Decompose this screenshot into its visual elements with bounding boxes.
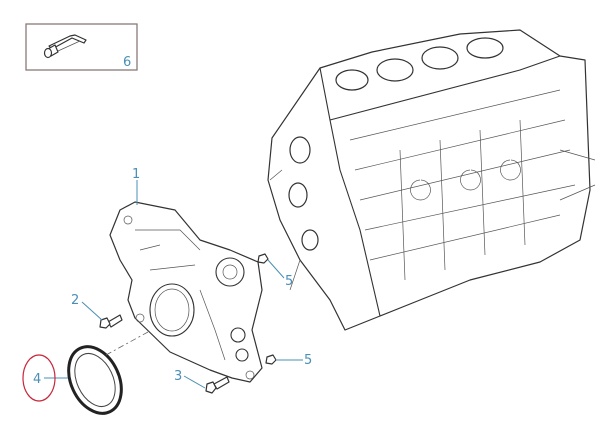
callout-1[interactable]: 1 — [132, 167, 140, 182]
front-cover[interactable] — [109, 201, 263, 383]
nut-lower[interactable] — [265, 354, 277, 365]
leader-line-3 — [183, 375, 206, 389]
callout-2[interactable]: 2 — [71, 293, 79, 308]
highlight-circle — [22, 354, 56, 402]
sealant-tube-icon — [43, 34, 87, 59]
bolt-upper[interactable] — [99, 314, 123, 329]
nut-upper[interactable] — [257, 253, 269, 264]
callout-5-upper[interactable]: 5 — [285, 274, 293, 289]
seal-ring[interactable] — [58, 338, 131, 422]
callout-4[interactable]: 4 — [33, 372, 41, 387]
sealant-tube-box[interactable]: 6 — [25, 23, 138, 71]
callout-5-lower[interactable]: 5 — [304, 353, 312, 368]
engine-block — [267, 29, 596, 331]
bolt-lower[interactable] — [205, 376, 230, 394]
leader-line-2 — [81, 301, 103, 321]
callout-3[interactable]: 3 — [174, 369, 182, 384]
leader-line-5-upper — [267, 259, 285, 279]
callout-6[interactable]: 6 — [123, 55, 131, 70]
